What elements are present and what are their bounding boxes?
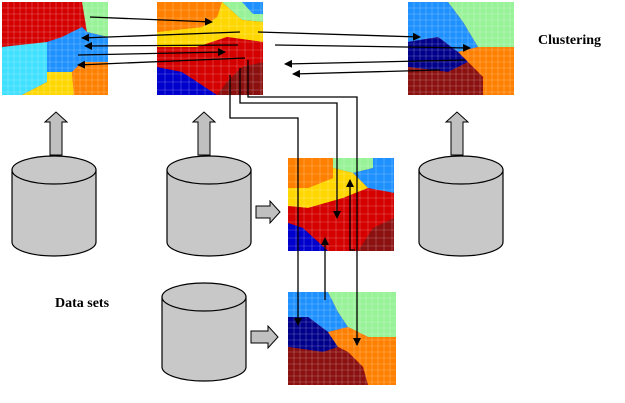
connector-lines-layer — [77, 16, 471, 346]
som-map-left — [2, 2, 108, 95]
connector-center-to-left-1 — [81, 31, 241, 42]
connector-left-to-center-1 — [89, 16, 213, 26]
map-region-dark-red — [288, 347, 368, 385]
map-region-light-green — [333, 158, 373, 173]
connector-center-to-middle-1 — [229, 75, 302, 326]
map-region-red — [2, 2, 82, 47]
map-region-blue — [157, 67, 217, 95]
map-grid — [2, 2, 108, 95]
block-arrows-layer — [43, 111, 470, 350]
map-region-sky-blue — [408, 2, 478, 52]
som-map-top-right — [408, 2, 514, 95]
database-cylinder-right — [418, 155, 504, 257]
connector-left-to-center-2 — [77, 48, 226, 57]
map-region-orange — [458, 47, 514, 95]
database-cylinder-center — [166, 155, 252, 257]
map-region-sky-blue — [242, 2, 263, 14]
right-arrow-center — [255, 199, 281, 225]
map-grid — [288, 292, 396, 385]
connector-center-to-left-3 — [77, 57, 246, 69]
map-region-sky-blue — [353, 158, 394, 193]
database-cylinder-left — [11, 155, 97, 257]
map-region-yellow — [22, 72, 74, 95]
clustering-label: Clustering — [538, 33, 601, 48]
map-grid — [157, 2, 263, 95]
right-arrow-bottom — [250, 324, 279, 350]
map-grid — [288, 158, 394, 251]
up-arrow-center — [191, 111, 217, 156]
connector-center-to-left-2 — [84, 41, 239, 50]
connector-right-to-center-2 — [292, 69, 441, 78]
map-grid — [408, 2, 514, 95]
up-arrow-left — [43, 111, 69, 156]
database-cylinder-bottom — [161, 282, 247, 382]
maps-layer — [2, 2, 514, 385]
map-region-light-green — [328, 292, 396, 337]
map-region-orange — [72, 62, 108, 95]
map-region-light-green — [82, 2, 108, 37]
som-map-top-center — [157, 2, 263, 95]
connector-center-to-right-2 — [274, 43, 471, 52]
connector-middle-feedback — [346, 179, 355, 251]
som-map-bottom — [288, 292, 396, 385]
connector-center-to-right-1 — [257, 31, 421, 41]
map-region-cyan — [2, 42, 47, 95]
map-region-dark-red — [358, 218, 394, 251]
connector-center-to-middle-2 — [239, 68, 341, 219]
cylinders-layer — [11, 155, 504, 382]
som-map-middle — [288, 158, 394, 251]
connector-right-to-center-1 — [284, 59, 466, 68]
map-region-orange — [328, 327, 396, 385]
map-region-yellow — [288, 168, 368, 208]
map-region-light-green — [448, 2, 514, 47]
connector-center-to-bottom — [247, 60, 361, 346]
map-region-red — [288, 188, 394, 251]
map-region-navy — [408, 37, 468, 72]
map-region-sky-blue — [47, 27, 108, 72]
up-arrow-right — [444, 111, 470, 156]
data-sets-label: Data sets — [55, 296, 110, 311]
map-region-orange — [288, 158, 333, 188]
